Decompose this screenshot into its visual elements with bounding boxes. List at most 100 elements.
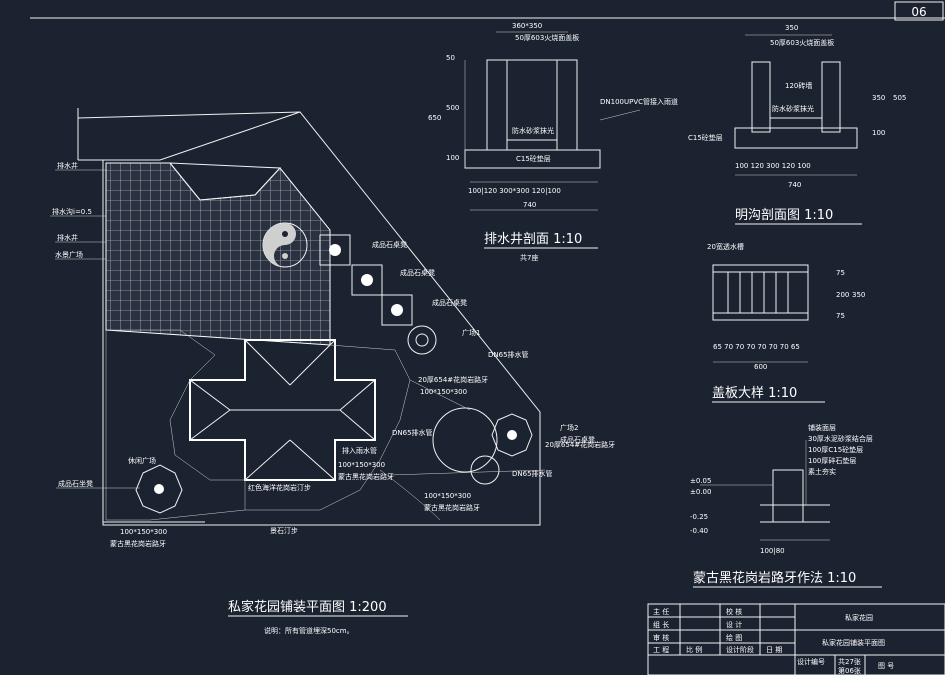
open-ditch-labels: 350 50厚603火烧面盖板 120砖墙 防水砂浆抹光 C15砼垫层 100 …: [688, 24, 906, 189]
od-brick: 120砖墙: [785, 81, 812, 90]
plan-note: 说明：所有管道埋深50cm。: [264, 626, 354, 635]
dw-count: 共7座: [520, 253, 538, 262]
tb-drawing-no: 图 号: [878, 662, 894, 670]
cd-total: 600: [754, 363, 767, 371]
label-dn65-3: DN65排水管: [512, 469, 553, 478]
inner-planter: [168, 162, 282, 201]
cd-bars: 20宽透水槽: [707, 242, 744, 251]
garden-plan: [77, 108, 546, 526]
od-title: 明沟剖面图 1:10: [735, 208, 833, 223]
plan-labels: 排水井 排水沟i=0.5 排水井 水景广场 成品石桌凳 成品石桌凳 成品石桌凳 …: [50, 161, 615, 548]
paving-area: [105, 162, 331, 346]
od-dim-350: 350: [872, 94, 885, 102]
dw-title: 排水井剖面 1:10: [484, 232, 582, 247]
dw-bottom-dims: 100|120 300*300 120|100: [468, 187, 561, 195]
planter-boxes: [319, 234, 413, 326]
od-mortar: 防水砂浆抹光: [772, 104, 814, 113]
tb-cell-0-0: 主 任: [653, 607, 669, 616]
label-100-150-300-b: 100*150*300: [424, 492, 471, 500]
dw-base: C15砼垫层: [516, 154, 551, 163]
plan-title: 私家花园铺装平面图 1:200: [228, 599, 387, 615]
tb-drawing-name: 私家花园铺装平面图: [822, 638, 885, 647]
tb-cell-3-2: 设计阶段: [726, 645, 754, 654]
dw-dim-50: 50: [446, 54, 455, 62]
site-boundary: [102, 111, 541, 526]
dw-dim-500: 500: [446, 104, 459, 112]
drain-well-labels: 360*350 50厚603火烧面盖板 DN100UPVC管接入雨道 防水砂浆抹…: [428, 22, 678, 209]
dw-top-dim: 360*350: [512, 22, 542, 30]
curb-detail: [700, 440, 830, 541]
label-stone-path: 成品石坐凳: [58, 479, 93, 488]
yin-yang-icon: [262, 222, 308, 268]
tb-cell-2-0: 审 核: [653, 633, 669, 642]
curb-layer-1: 30厚水泥砂浆结合层: [808, 434, 873, 443]
open-ditch-section: [734, 34, 858, 176]
od-bottom-dims: 100 120 300 120 100: [735, 162, 811, 170]
tb-design-no: 设计编号: [797, 657, 825, 666]
tb-total-sheets: 共27张: [838, 657, 861, 666]
label-dn65-2: DN65排水管: [392, 428, 433, 437]
label-dn65-1: DN65排水管: [488, 350, 529, 359]
curb-layer-0: 铺装面层: [808, 423, 836, 432]
label-stone-step-4: 成品石桌凳: [560, 435, 595, 444]
label-entry-drain: 排入雨水管: [342, 446, 377, 455]
dw-dim-100: 100: [446, 154, 459, 162]
curb-title: 蒙古黑花岗岩路牙作法 1:10: [693, 570, 856, 586]
od-dim-100: 100: [872, 129, 885, 137]
label-granite-b: 蒙古黑花岗岩路牙: [424, 503, 480, 512]
tb-cell-2-1: 绘 图: [726, 633, 742, 642]
pavilion-octagon: [135, 464, 183, 514]
cd-dim-200: 200: [836, 291, 849, 299]
label-stone-step-2: 成品石桌凳: [400, 268, 435, 277]
tb-cell-0-1: 校 核: [726, 607, 742, 616]
label-100-150-300-a: 100*150*300: [338, 461, 385, 469]
label-bottom-granite: 蒙古黑花岗岩路牙: [110, 539, 166, 548]
label-plaza-2: 广场2: [560, 423, 578, 432]
sheet-number: 06: [911, 5, 926, 19]
curb-bottom-dim: 100|80: [760, 547, 785, 555]
od-base: C15砼垫层: [688, 133, 723, 142]
label-drain-left: 排水井: [57, 161, 78, 170]
dw-pipe: DN100UPVC管接入雨道: [600, 97, 678, 106]
curb-elev-3: -0.25: [690, 513, 708, 521]
tb-cell-1-1: 设 计: [726, 620, 742, 629]
cd-dim-350: 350: [852, 291, 865, 299]
tb-cell-3-1: 比 例: [686, 645, 702, 654]
title-block: [647, 603, 945, 675]
cd-dim-75b: 75: [836, 312, 845, 320]
label-plaza-1: 广场1: [462, 328, 480, 337]
dw-dim-650: 650: [428, 114, 441, 122]
dw-mortar: 防水砂浆抹光: [512, 126, 554, 135]
label-plaza: 水景广场: [55, 250, 83, 259]
label-drain-slope: 排水沟i=0.5: [52, 207, 92, 216]
cd-dim-75a: 75: [836, 269, 845, 277]
tb-sheet-index: 第06张: [838, 666, 861, 675]
label-drain-well: 排水井: [57, 233, 78, 242]
curb-labels: 铺装面层 30厚水泥砂浆结合层 100厚C15砼垫层 100厚碎石垫层 素土夯实…: [690, 423, 873, 555]
tb-cell-3-3: 日 期: [766, 646, 782, 654]
tb-cell-3-0: 工 程: [653, 645, 669, 654]
title-block-text: 主 任 校 核 组 长 设 计 审 核 绘 图 工 程 比 例 设计阶段 日 期…: [653, 607, 894, 675]
curb-layer-3: 100厚碎石垫层: [808, 456, 856, 465]
label-rest-plaza: 休闲广场: [128, 456, 156, 465]
cover-detail-labels: 20宽透水槽 65 70 70 70 70 70 70 65 600 75 20…: [707, 242, 865, 371]
label-stone-step-3: 成品石桌凳: [432, 298, 467, 307]
cover-detail: [712, 264, 809, 363]
od-dim-505: 505: [893, 94, 906, 102]
label-bottom-dim: 100*150*300: [120, 528, 167, 536]
od-cover: 50厚603火烧面盖板: [770, 38, 834, 47]
dw-cover: 50厚603火烧面盖板: [515, 33, 579, 42]
od-total: 740: [788, 181, 801, 189]
cd-title: 盖板大样 1:10: [712, 386, 797, 401]
tb-project: 私家花园: [845, 613, 873, 622]
label-stone-step-1: 成品石桌凳: [372, 240, 407, 249]
curb-layer-2: 100厚C15砼垫层: [808, 445, 863, 454]
house-roof: [189, 339, 376, 481]
label-red-granite: 红色海洋花岗岩汀步: [248, 483, 311, 492]
plaza-circle: [407, 325, 533, 485]
label-granite-curb-1: 20厚654#花岗岩路牙: [418, 375, 488, 384]
label-granite-a: 蒙古黑花岗岩路牙: [338, 472, 394, 481]
curb-layer-4: 素土夯实: [808, 467, 836, 476]
